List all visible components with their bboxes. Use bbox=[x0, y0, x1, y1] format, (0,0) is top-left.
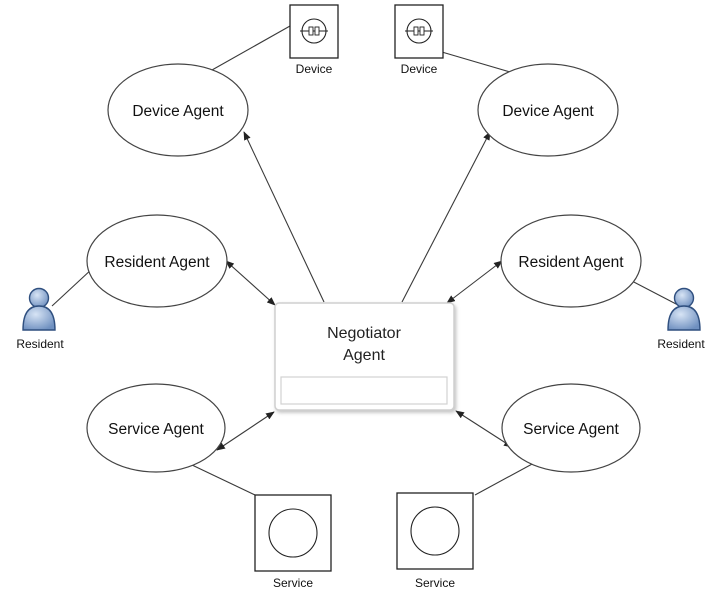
service-right-node bbox=[396, 492, 474, 570]
connector-device-left bbox=[211, 25, 291, 71]
device-agent-left-shape bbox=[107, 63, 249, 157]
connector-service-left bbox=[191, 464, 256, 496]
negotiator-agent: Negotiator Agent bbox=[274, 302, 455, 411]
resident-agent-left-shape bbox=[86, 214, 228, 308]
device-agent-left-label: Device Agent bbox=[132, 103, 224, 120]
service-right-label: Service bbox=[415, 576, 455, 590]
service-agent-right-shape bbox=[501, 383, 641, 473]
arrow-to-device-left bbox=[243, 131, 325, 303]
resident-left-label: Resident bbox=[16, 337, 64, 351]
arrow-service-left bbox=[216, 411, 275, 451]
device-agent-right-label: Device Agent bbox=[502, 103, 594, 120]
service-left-label: Service bbox=[273, 576, 313, 590]
resident-agent-right-label: Resident Agent bbox=[518, 254, 624, 271]
service-left-node bbox=[254, 494, 332, 572]
arrow-service-right bbox=[455, 410, 513, 448]
service-agent-left-shape bbox=[86, 383, 226, 473]
resident-right-label: Resident bbox=[657, 337, 705, 351]
resident-agent-left-label: Resident Agent bbox=[104, 254, 210, 271]
negotiator-label-line2: Agent bbox=[343, 347, 385, 364]
connector-resident-left bbox=[51, 267, 94, 307]
device-agent-right-shape bbox=[477, 63, 619, 157]
device-right-node bbox=[394, 4, 444, 59]
person-icon bbox=[22, 287, 56, 331]
service-agent-left-label: Service Agent bbox=[108, 421, 204, 438]
service-agent-right-label: Service Agent bbox=[523, 421, 619, 438]
negotiator-label-line1: Negotiator bbox=[327, 325, 401, 342]
device-left-label: Device bbox=[296, 62, 333, 76]
device-left-node bbox=[289, 4, 339, 59]
arrow-resident-right bbox=[446, 260, 503, 304]
arrow-resident-left bbox=[225, 260, 276, 306]
resident-agent-right-shape bbox=[500, 214, 642, 308]
connector-resident-right bbox=[627, 278, 679, 306]
negotiator-inner-compartment bbox=[280, 376, 448, 405]
connector-service-right bbox=[474, 462, 535, 496]
person-icon bbox=[667, 287, 701, 331]
device-right-label: Device bbox=[401, 62, 438, 76]
arrow-to-device-right bbox=[401, 131, 491, 303]
